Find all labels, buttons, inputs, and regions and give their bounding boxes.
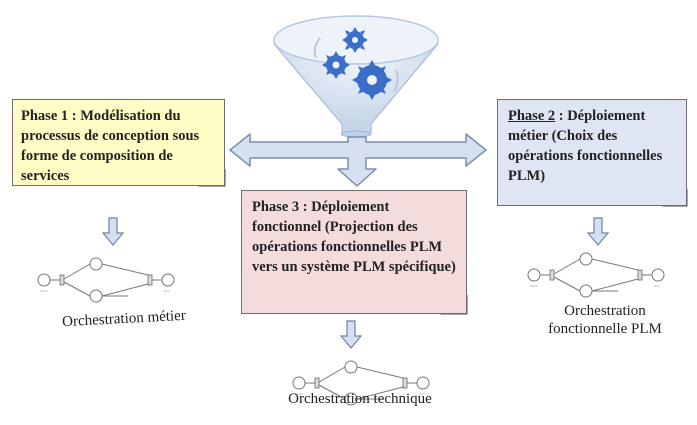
caption-orchestration-fonctionnelle: Orchestration fonctionnelle PLM [548,303,662,337]
down-arrow-icon [339,320,363,349]
funnel-gears-icon [273,15,439,138]
phase2-text: : Déploiement métier (Choix des opératio… [508,108,663,184]
phase1-text: : Modélisation du processus de conceptio… [21,108,200,184]
phase3-label: Phase 3 [252,199,300,215]
phase2-label: Phase 2 [508,108,556,124]
workflow-diagram-icon [37,257,175,303]
down-arrow-icon [586,217,610,246]
phase3-note: Phase 3 : Déploiement fonctionnel (Proje… [241,190,467,314]
phase1-note: Phase 1 : Modélisation du processus de c… [12,99,225,186]
phase2-note: Phase 2 : Déploiement métier (Choix des … [497,99,687,206]
caption-orchestration-technique: Orchestration technique [288,391,432,407]
down-arrow-icon [101,217,125,246]
double-arrow-icon [229,133,487,187]
workflow-diagram-icon [527,252,665,298]
phase1-label: Phase 1 [21,108,69,124]
phase3-text: : Déploiement fonctionnel (Projection de… [252,199,456,275]
